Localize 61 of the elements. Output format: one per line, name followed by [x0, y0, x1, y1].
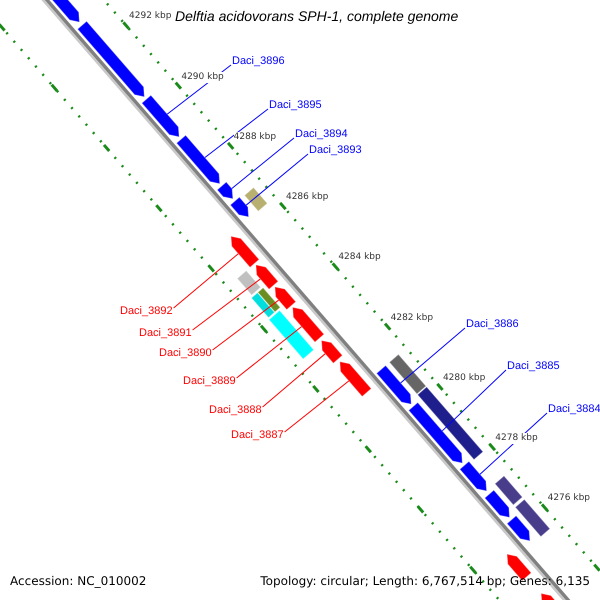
scale-label: 4290 kbp [181, 72, 224, 83]
feature-bar [268, 310, 314, 360]
gene-feature [176, 134, 220, 184]
feature-bar [388, 354, 427, 395]
feature-bar [416, 386, 484, 460]
gene-label: Daci_3896 [232, 54, 285, 68]
genome-info-text: Topology: circular; Length: 6,767,514 bp; Genes: 6,135 [260, 574, 590, 588]
gene-feature [274, 286, 297, 310]
gene-feature [506, 515, 530, 542]
leader-line [204, 108, 268, 158]
scale-label: 4292 kbp [129, 11, 172, 22]
scale-label: 4280 kbp [442, 372, 486, 384]
scale-label: 4284 kbp [338, 252, 381, 264]
scale-label: 4282 kbp [390, 312, 434, 324]
leader-line [231, 138, 294, 189]
gene-feature [141, 94, 180, 138]
leader-line [442, 370, 506, 432]
gene-feature [76, 20, 145, 98]
diagram-title: Delftia acidovorans SPH-1, complete genome [175, 9, 458, 23]
leader-line [192, 278, 261, 330]
scale-label: 4276 kbp [548, 493, 590, 504]
gene-label: Daci_3889 [183, 374, 236, 388]
gene-feature [292, 306, 325, 343]
gene-label: Daci_3892 [120, 304, 173, 318]
gene-feature [320, 340, 344, 364]
gene-feature [484, 489, 510, 518]
gene-label: Daci_3893 [309, 143, 362, 157]
scale-label: 4288 kbp [234, 132, 276, 143]
leader-line [173, 253, 239, 308]
scale-label: 4286 kbp [286, 192, 328, 204]
leader-line [246, 154, 308, 206]
gene-label: Daci_3891 [139, 326, 192, 340]
gene-label: Daci_3888 [209, 403, 262, 417]
gene-label: Daci_3884 [548, 402, 600, 416]
gene-feature [230, 196, 250, 218]
feature-bar [236, 270, 262, 296]
gene-label: Daci_3890 [159, 346, 212, 360]
gene-label: Daci_3885 [507, 359, 560, 373]
leader-line [212, 300, 280, 350]
gene-feature [339, 360, 372, 398]
feature-bar [494, 475, 524, 506]
leader-line [284, 380, 350, 432]
gene-feature [255, 264, 279, 290]
gene-feature [408, 402, 463, 464]
feature-bar [244, 186, 268, 212]
leader-line [236, 326, 302, 378]
gene-feature [459, 460, 488, 492]
leader-line [262, 353, 326, 408]
feature-bar [250, 292, 276, 318]
gene-label: Daci_3894 [295, 127, 348, 141]
gene-label: Daci_3887 [231, 428, 284, 442]
gene-feature [216, 181, 234, 200]
gene-label: Daci_3886 [466, 317, 519, 331]
feature-bar [514, 498, 551, 538]
gene-label: Daci_3895 [269, 98, 322, 112]
gene-feature [230, 236, 260, 268]
accession-text: Accession: NC_010002 [10, 574, 146, 588]
gene-feature [376, 364, 412, 405]
feature-bar [257, 287, 281, 313]
leader-line [400, 328, 466, 384]
scale-label: 4278 kbp [495, 433, 538, 444]
